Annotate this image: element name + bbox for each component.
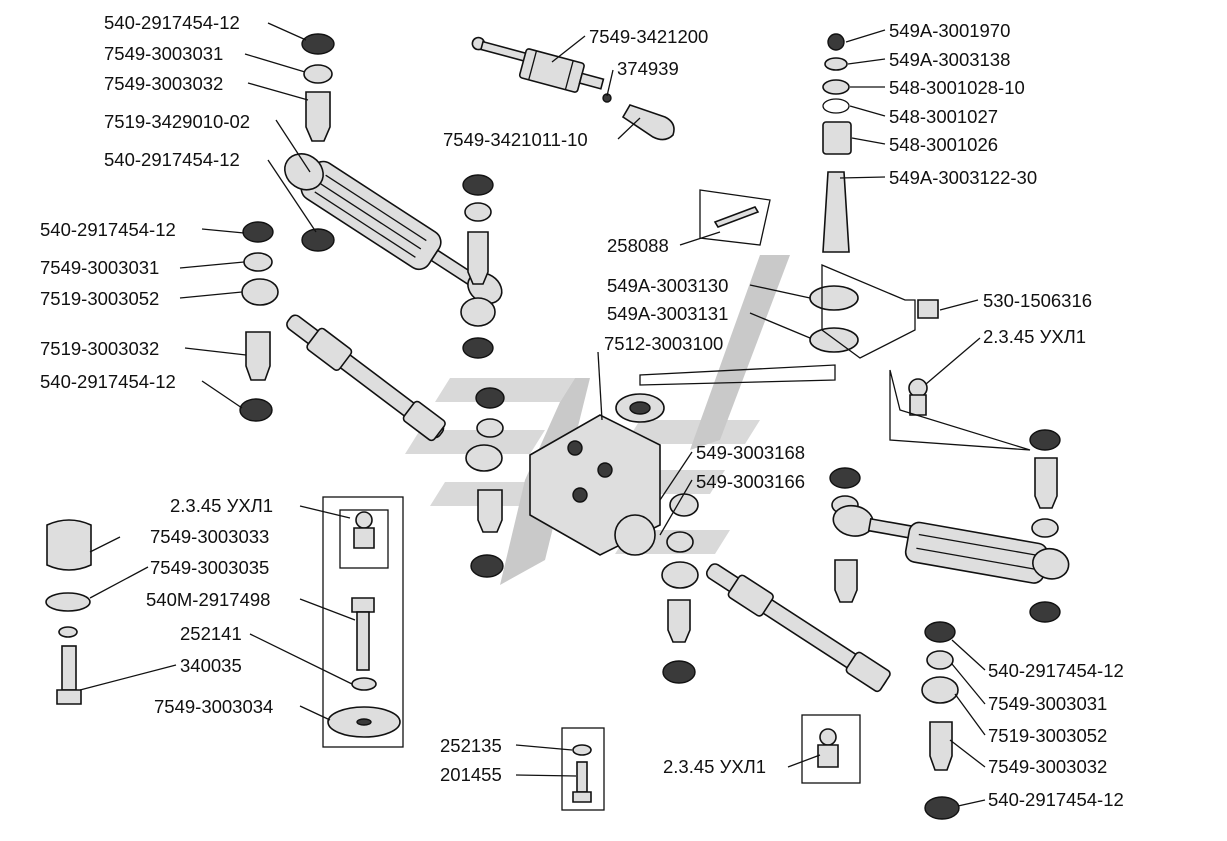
label-549A-3003138: 549А-3003138 [889,49,1010,70]
label-2-3-45-ukhl1-c: 2.3.45 УХЛ1 [663,756,766,777]
label-548-3001027: 548-3001027 [889,106,998,127]
label-540-2917454-12-d: 540-2917454-12 [40,371,176,392]
label-340035: 340035 [180,655,242,676]
label-7549-3421011-10: 7549-3421011-10 [443,129,588,150]
label-258088: 258088 [607,235,669,256]
label-7549-3003033: 7549-3003033 [150,526,269,547]
fastener-group-left [45,496,404,748]
fastener-group-middle [561,727,605,811]
label-2-3-45-ukhl1-b: 2.3.45 УХЛ1 [170,495,273,516]
tie-rod-right [661,561,960,820]
label-7519-3429010-02: 7519-3429010-02 [104,111,250,132]
part-labels: 540-2917454-12 7549-3003031 7549-3003032… [40,12,1124,810]
label-252135: 252135 [440,735,502,756]
label-530-1506316: 530-1506316 [983,290,1092,311]
label-540M-2917498: 540М-2917498 [146,589,270,610]
label-540-2917454-12-c: 540-2917454-12 [40,219,176,240]
label-549A-3003131: 549А-3003131 [607,303,728,324]
label-7519-3003052-a: 7519-3003052 [40,288,159,309]
label-540-2917454-12-b: 540-2917454-12 [104,149,240,170]
label-7549-3003032-a: 7549-3003032 [104,73,223,94]
label-252141: 252141 [180,623,242,644]
leader-lines [79,22,986,807]
label-7549-3003031-c: 7549-3003031 [988,693,1107,714]
label-7549-3003031-a: 7549-3003031 [104,43,223,64]
label-540-2917454-12-a: 540-2917454-12 [104,12,240,33]
cylinder-bottom-right [829,369,1070,623]
steering-knuckle [529,364,836,556]
label-540-2917454-12-e: 540-2917454-12 [988,660,1124,681]
label-548-3001026: 548-3001026 [889,134,998,155]
steering-rod-top [471,36,675,141]
label-7549-3421200: 7549-3421200 [589,26,708,47]
label-7519-3003032: 7519-3003032 [40,338,159,359]
label-7519-3003052-b: 7519-3003052 [988,725,1107,746]
label-540-2917454-12-f: 540-2917454-12 [988,789,1124,810]
label-549A-3003130: 549А-3003130 [607,275,728,296]
label-7549-3003035: 7549-3003035 [150,557,269,578]
cylinder-top-left [284,33,503,359]
label-7549-3003034: 7549-3003034 [154,696,273,717]
label-549A-3003122-30: 549А-3003122-30 [889,167,1037,188]
tie-rod-left [239,221,505,578]
label-7512-3003100: 7512-3003100 [604,333,723,354]
label-374939: 374939 [617,58,679,79]
label-2-3-45-ukhl1-a: 2.3.45 УХЛ1 [983,326,1086,347]
label-7549-3003031-b: 7549-3003031 [40,257,159,278]
kingpin-stack [699,33,939,359]
label-548-3001028-10: 548-3001028-10 [889,77,1025,98]
label-549-3003168: 549-3003168 [696,442,805,463]
label-549A-3001970: 549А-3001970 [889,20,1010,41]
label-7549-3003032-b: 7549-3003032 [988,756,1107,777]
label-549-3003166: 549-3003166 [696,471,805,492]
label-201455: 201455 [440,764,502,785]
